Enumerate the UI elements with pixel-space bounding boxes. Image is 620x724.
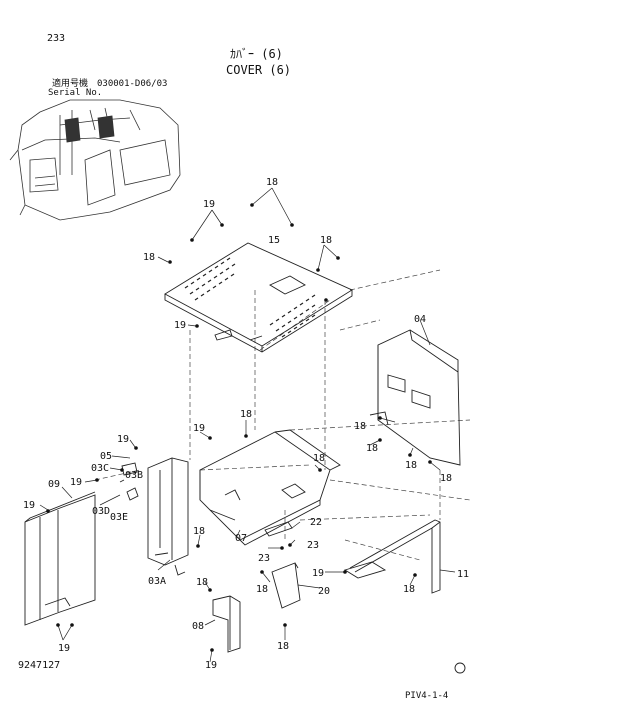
- callout-18: 18: [256, 584, 268, 595]
- cover-plate-15: [164, 242, 353, 353]
- callout-23: 23: [307, 540, 319, 551]
- side-panel-04: [369, 329, 461, 466]
- callout-07: 07: [235, 533, 247, 544]
- callout-18: 18: [354, 421, 366, 432]
- callout-19: 19: [205, 660, 217, 671]
- callout-04: 04: [414, 314, 426, 325]
- tray-07: [199, 429, 341, 546]
- callout-19: 19: [58, 643, 70, 654]
- callout-03e: 03E: [110, 512, 128, 523]
- callout-18: 18: [403, 584, 415, 595]
- page-code: PIV4-1-4: [405, 691, 449, 701]
- callout-18: 18: [320, 235, 332, 246]
- machine-thumbnail: [9, 99, 181, 221]
- callout-20: 20: [318, 586, 330, 597]
- page-title: COVER (6): [226, 63, 292, 77]
- callout-19: 19: [23, 500, 35, 511]
- callout-labels: 18 19 15 18 18 19 04 18 19 19 05 03C 19 …: [23, 177, 469, 671]
- serial-label-japanese: 適用号機: [52, 79, 89, 89]
- callout-18: 18: [240, 409, 252, 420]
- callout-15: 15: [268, 235, 280, 246]
- callout-19: 19: [312, 568, 324, 579]
- callout-18: 18: [196, 577, 208, 588]
- plate-22: [264, 521, 293, 537]
- callout-03a: 03A: [148, 576, 166, 587]
- serial-label: Serial No.: [48, 88, 103, 98]
- callout-18: 18: [366, 443, 378, 454]
- bolt-markers: [46, 203, 432, 652]
- small-brackets: [119, 462, 139, 501]
- callout-05: 05: [100, 451, 112, 462]
- frame-11: [343, 519, 441, 594]
- callout-19: 19: [70, 477, 82, 488]
- callout-18: 18: [143, 252, 155, 263]
- callout-18: 18: [313, 453, 325, 464]
- callout-19: 19: [193, 423, 205, 434]
- callout-11: 11: [457, 569, 469, 580]
- callout-03d: 03D: [92, 506, 110, 517]
- side-panel-09: [24, 491, 96, 626]
- callout-19: 19: [203, 199, 215, 210]
- callout-18: 18: [266, 177, 278, 188]
- callout-09: 09: [48, 479, 60, 490]
- perforations: [184, 257, 316, 338]
- reference-symbol-icon: [454, 662, 466, 674]
- drawing-number: 9247127: [18, 660, 61, 671]
- callout-18: 18: [440, 473, 452, 484]
- serial-range: 030001-D06/03: [97, 79, 168, 89]
- leader-lines: [39, 187, 456, 663]
- callout-18: 18: [193, 526, 205, 537]
- callout-19: 19: [117, 434, 129, 445]
- bracket-08: [212, 595, 241, 653]
- callout-08: 08: [192, 621, 204, 632]
- page-number: 233: [47, 33, 66, 44]
- bracket-03a: [147, 457, 189, 576]
- callout-19: 19: [174, 320, 186, 331]
- callout-03b: 03B: [125, 470, 143, 481]
- callout-22: 22: [310, 517, 322, 528]
- callout-03c: 03C: [91, 463, 109, 474]
- callout-23: 23: [258, 553, 270, 564]
- callout-18: 18: [277, 641, 289, 652]
- callout-18: 18: [405, 460, 417, 471]
- plate-20: [271, 562, 301, 609]
- title-japanese: ｶﾊﾞｰ (6): [230, 47, 283, 61]
